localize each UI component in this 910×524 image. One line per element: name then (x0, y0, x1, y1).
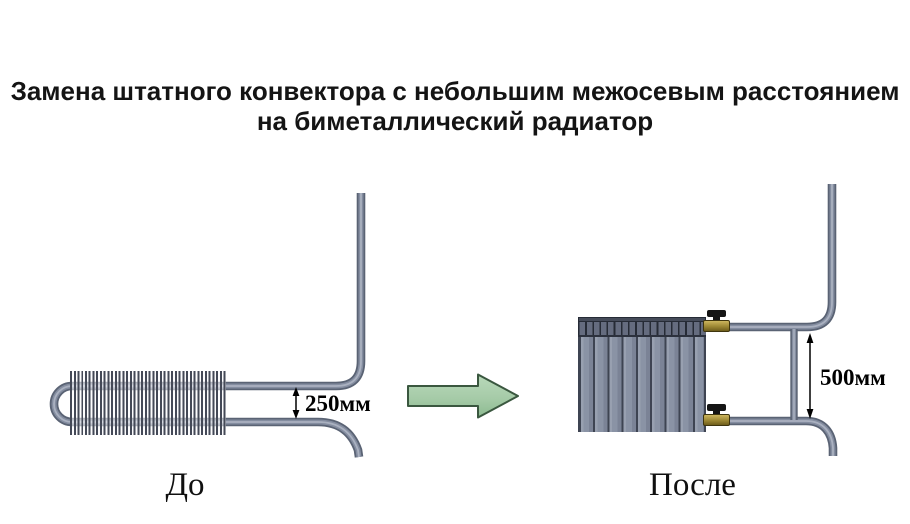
radiator-sections (578, 337, 706, 432)
valve-handle (707, 404, 726, 411)
valve-top-icon (703, 310, 730, 334)
caption-before: До (165, 467, 205, 503)
valve-handle (707, 310, 726, 317)
valve-stem (713, 410, 720, 414)
convector-fins (70, 371, 226, 435)
bimetal-radiator (578, 317, 706, 432)
radiator-top-lip (578, 317, 706, 322)
dimension-label-after: 500мм (820, 365, 886, 390)
transform-arrow-icon (407, 373, 519, 419)
title-line-1: Замена штатного конвектора с небольшим м… (10, 76, 900, 106)
valve-body (703, 320, 730, 332)
diagram-title: Замена штатного конвектора с небольшим м… (0, 76, 910, 136)
title-line-2: на биметаллический радиатор (256, 106, 654, 136)
dimension-arrow-500-icon (806, 333, 814, 419)
dimension-arrow-250-icon (292, 387, 300, 419)
valve-bottom-icon (703, 404, 730, 428)
radiator-header (578, 322, 706, 337)
valve-body (703, 414, 730, 426)
caption-after: После (649, 467, 736, 503)
dimension-label-before: 250мм (305, 391, 371, 416)
pipe-run-after (729, 184, 833, 456)
valve-stem (713, 316, 720, 320)
